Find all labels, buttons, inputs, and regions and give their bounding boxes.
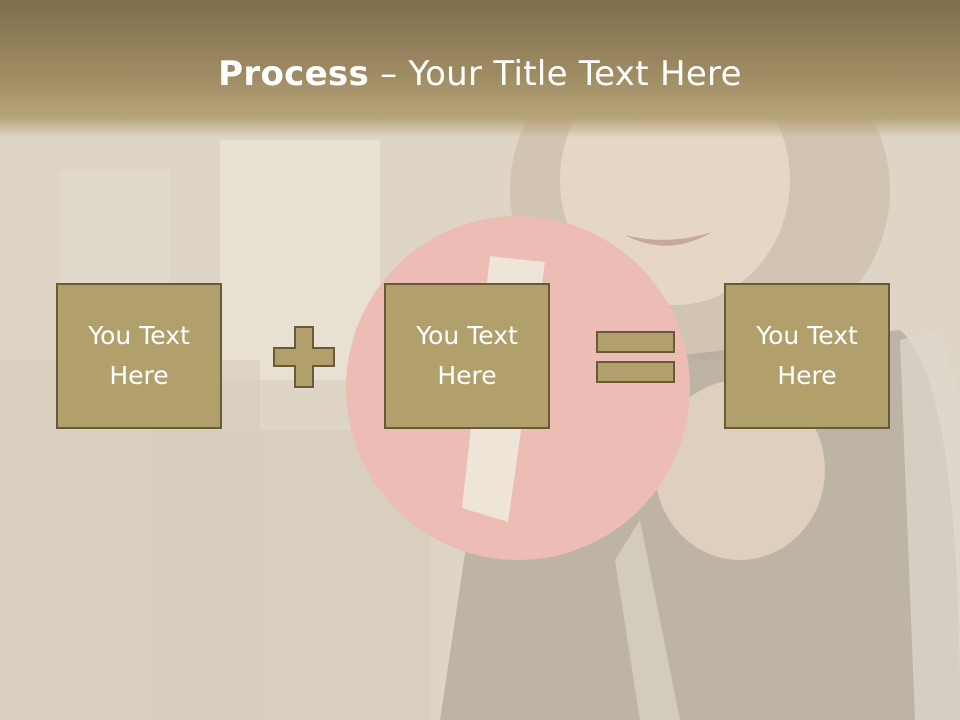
title-bold: Process	[218, 54, 370, 94]
process-box-2-label: You Text Here	[416, 321, 518, 390]
title-rest: – Your Title Text Here	[369, 54, 742, 94]
process-box-1-label: You Text Here	[88, 321, 190, 390]
process-box-3-label: You Text Here	[756, 321, 858, 390]
slide-title: Process – Your Title Text Here	[0, 50, 960, 98]
title-bar	[0, 0, 960, 138]
process-box-2[interactable]: You Text Here	[384, 283, 550, 429]
plus-icon	[273, 326, 335, 388]
equals-icon	[596, 331, 675, 383]
process-box-1[interactable]: You Text Here	[56, 283, 222, 429]
process-box-3[interactable]: You Text Here	[724, 283, 890, 429]
